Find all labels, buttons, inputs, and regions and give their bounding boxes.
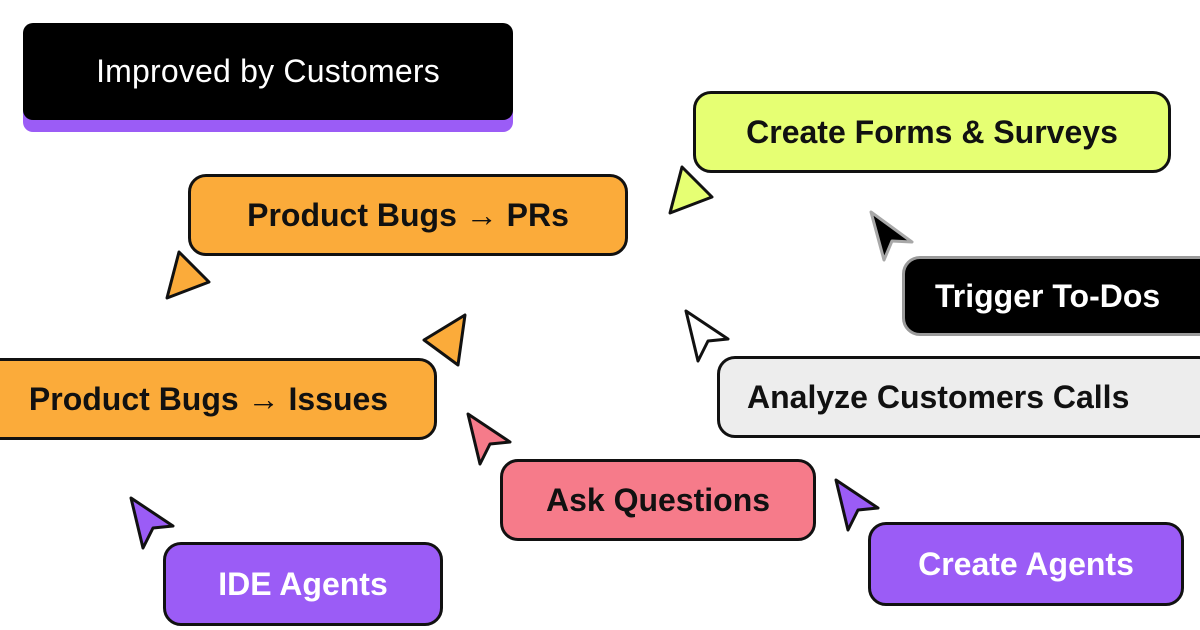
pill-label: Analyze Customers Calls	[747, 378, 1130, 415]
pill-product-bugs-issues[interactable]: Product Bugs → Issues	[0, 358, 437, 440]
pill-label: Create Agents	[918, 545, 1134, 582]
arrow-cursor-icon	[422, 313, 467, 367]
arrow-cursor-icon	[869, 210, 914, 262]
pill-label: Product Bugs → Issues	[28, 380, 389, 417]
pill-label: Ask Questions	[545, 481, 771, 518]
pill-label: Create Forms & Surveys	[746, 113, 1118, 150]
pill-ask-questions[interactable]: Ask Questions	[500, 459, 816, 541]
header-title: Improved by Customers	[96, 53, 440, 89]
arrow-cursor-icon	[668, 165, 714, 215]
pill-label: Trigger To-Dos	[935, 277, 1161, 314]
pill-create-agents[interactable]: Create Agents	[868, 522, 1184, 606]
pill-product-bugs-prs[interactable]: Product Bugs → PRs	[188, 174, 628, 256]
arrow-cursor-icon	[684, 309, 730, 363]
pill-ide-agents[interactable]: IDE Agents	[163, 542, 443, 626]
arrow-cursor-icon	[129, 496, 175, 550]
pill-analyze-customers-calls[interactable]: Analyze Customers Calls	[717, 356, 1200, 438]
pill-trigger-todos[interactable]: Trigger To-Dos	[902, 256, 1200, 336]
header-card: Improved by Customers	[23, 23, 513, 133]
pill-create-forms-surveys[interactable]: Create Forms & Surveys	[693, 91, 1171, 173]
pill-label: Product Bugs → PRs	[247, 196, 569, 233]
arrow-cursor-icon	[466, 412, 512, 466]
pill-label: IDE Agents	[218, 565, 388, 602]
arrow-cursor-icon	[165, 250, 211, 300]
header-title-box: Improved by Customers	[23, 23, 513, 120]
arrow-cursor-icon	[834, 478, 880, 532]
